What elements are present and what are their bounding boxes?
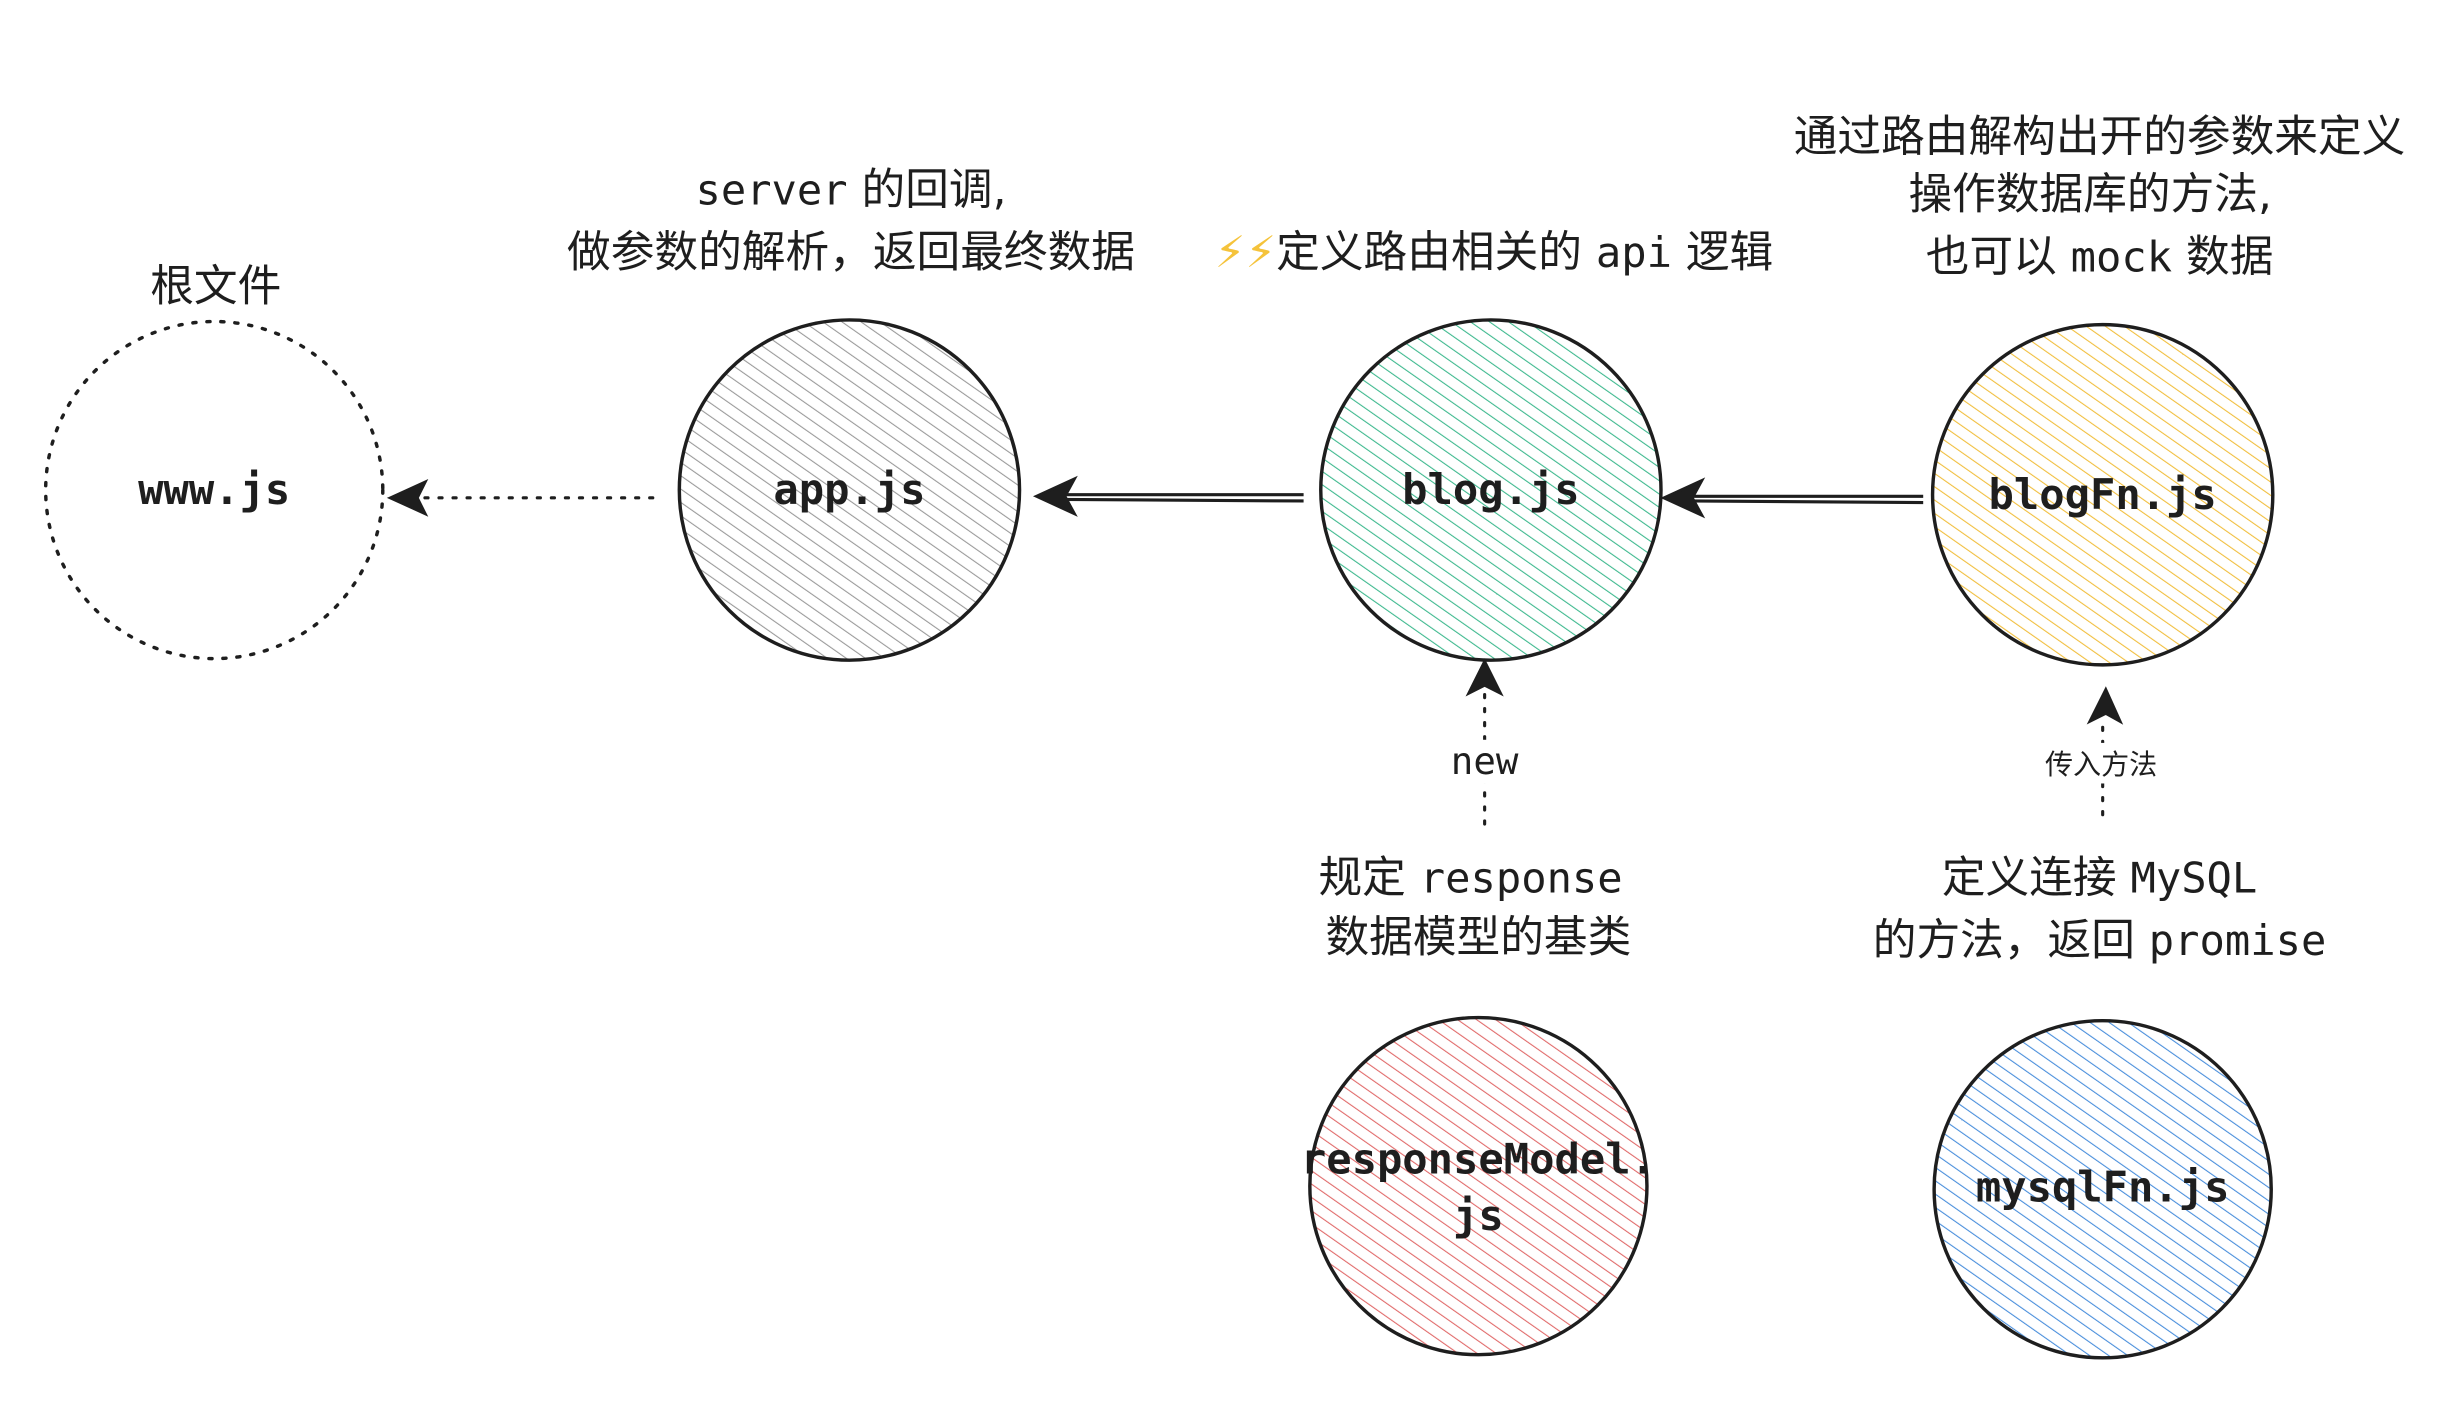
node-blogFn-caption-line2: 操作数据库的方法, [1908,169,2271,220]
edge-app-to-www-arrowhead [386,479,429,517]
node-blogFn-circle [1930,322,2275,667]
node-responseModel: responseModel. js 规定 response 数据模型的基类 [1301,853,1656,1357]
edge-mysqlFn-to-blogFn: 传入方法 [2032,686,2173,817]
node-www-circle [43,319,385,661]
node-responseModel-label-line2: js [1453,1191,1504,1240]
node-mysqlFn-circle [1932,1018,2273,1360]
node-app: app.js server 的回调, 做参数的解析，返回最终数据 [567,164,1135,662]
edge-blogFn-to-blog-arrowhead [1660,477,1706,519]
node-blogFn-label: blogFn.js [1989,470,2217,519]
node-blogFn: blogFn.js 通过路由解构出开的参数来定义 操作数据库的方法, 也可以 m… [1794,111,2406,667]
edge-blog-to-app-arrowhead [1032,475,1078,517]
node-blog: blog.js ⚡⚡定义路由相关的 api 逻辑 [1215,227,1773,662]
node-app-caption-line1: server 的回调, [695,164,1006,215]
edge-blog-to-app [1032,475,1304,517]
node-blogFn-caption-line3: 也可以 mock 数据 [1926,232,2274,283]
edge-mysqlFn-to-blogFn-arrowhead [2086,686,2124,725]
node-responseModel-label-line1: responseModel. [1301,1135,1656,1184]
node-mysqlFn: mysqlFn.js 定义连接 MySQL 的方法，返回 promise [1873,853,2327,1360]
node-responseModel-caption-line2: 数据模型的基类 [1325,912,1631,963]
node-blog-caption: ⚡⚡定义路由相关的 api 逻辑 [1215,227,1773,278]
edge-responseModel-to-blog-arrowhead [1465,658,1504,697]
node-blog-circle [1319,318,1663,662]
edge-blogFn-to-blog [1660,477,1924,519]
lightning-icon: ⚡⚡ [1215,227,1276,278]
node-mysqlFn-label: mysqlFn.js [1976,1163,2230,1212]
edge-app-to-www [386,479,655,517]
edge-mysqlFn-to-blogFn-label: 传入方法 [2045,748,2157,781]
node-blog-label: blog.js [1402,465,1580,514]
node-www-label: www.js [138,465,290,514]
node-responseModel-circle [1308,1015,1649,1357]
node-app-label: app.js [773,465,925,514]
node-mysqlFn-caption-line1: 定义连接 MySQL [1942,853,2257,904]
node-blogFn-caption-line1: 通过路由解构出开的参数来定义 [1794,111,2406,162]
node-app-circle [677,318,1022,662]
node-mysqlFn-caption-line2: 的方法，返回 promise [1873,915,2327,966]
node-www-caption: 根文件 [150,261,281,312]
node-responseModel-caption-line1: 规定 response [1319,853,1623,904]
edge-responseModel-to-blog-label: new [1451,739,1519,783]
node-www: www.js 根文件 [43,261,385,661]
node-app-caption-line2: 做参数的解析，返回最终数据 [567,227,1135,278]
edge-responseModel-to-blog: new [1439,658,1530,826]
